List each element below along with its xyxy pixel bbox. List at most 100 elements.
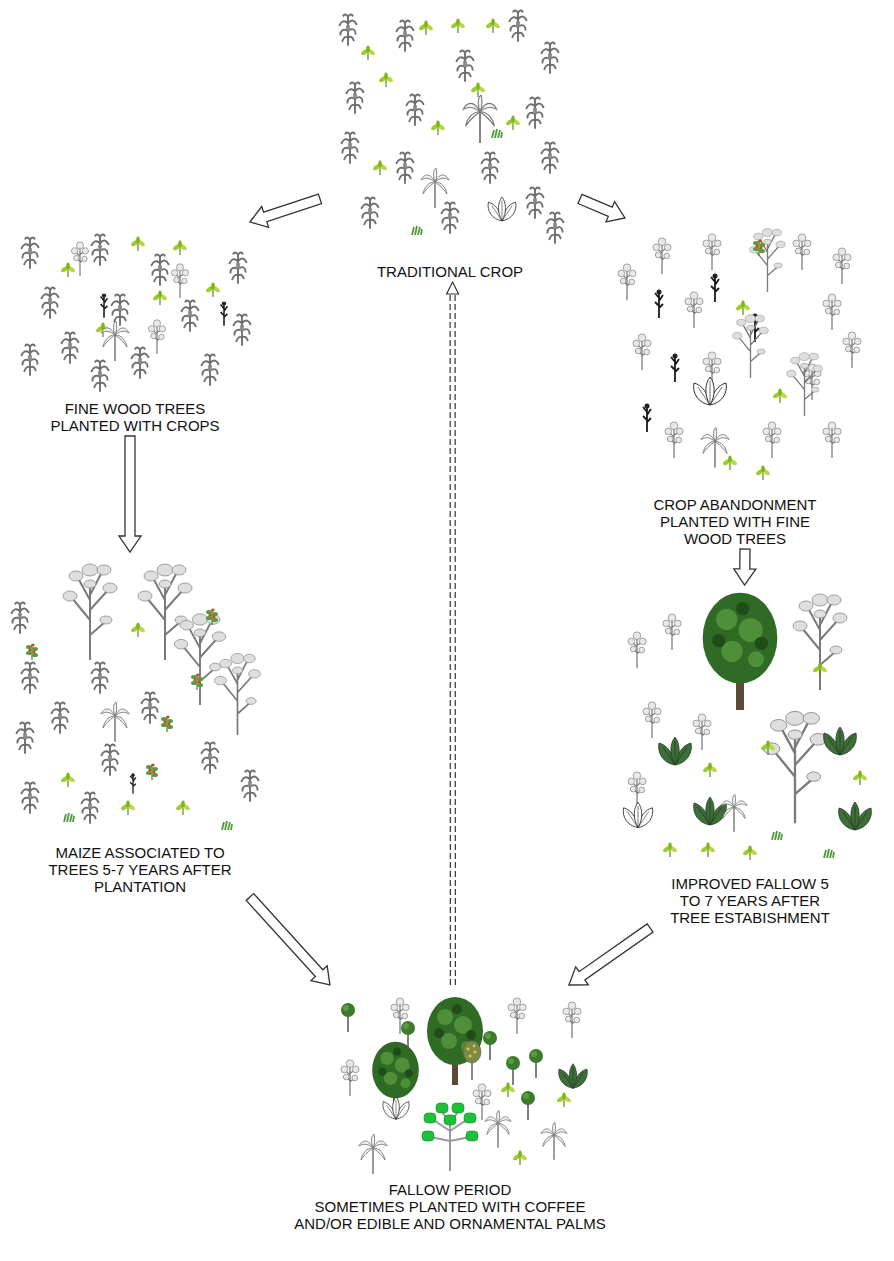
sapling-icon: [618, 264, 636, 300]
seedling-icon: [152, 291, 168, 306]
block-arrow: [246, 894, 330, 985]
block-arrow: [250, 194, 322, 227]
stage-node: CROP ABANDONMENT PLANTED WITH FINE WOOD …: [610, 218, 860, 549]
grey-tree-icon: [215, 653, 261, 735]
seedling-icon: [722, 456, 738, 471]
block-arrow-shape: [569, 924, 653, 985]
maize-icon: [142, 692, 159, 723]
palm-icon: [721, 794, 747, 831]
maize-with-trees-plot: [12, 564, 261, 830]
broadleaf-icon: [623, 802, 652, 827]
tomato-icon: [753, 239, 765, 256]
maize-icon: [22, 662, 39, 693]
broadleaf-icon: [694, 377, 727, 405]
seedling-icon: [812, 663, 828, 678]
dashed-line: [450, 294, 451, 985]
stage-node: FALLOW PERIODSOMETIMES PLANTED WITH COFF…: [245, 985, 655, 1234]
crop-abandonment-plot: [618, 229, 861, 480]
fallow-period-plot: [341, 997, 587, 1174]
fruit-tree-icon: [463, 1041, 481, 1080]
sapling-icon: [833, 248, 851, 284]
maize-icon: [234, 314, 251, 345]
seedling-icon: [372, 161, 388, 176]
dark-tree-icon: [655, 290, 663, 319]
seedling-icon: [556, 1093, 572, 1108]
sapling-icon: [823, 294, 841, 330]
small-tree-icon: [401, 1021, 415, 1050]
dark-broadleaf-icon: [824, 727, 857, 755]
maize-icon: [52, 702, 69, 733]
grass-icon: [222, 821, 232, 830]
dark-tree-icon: [643, 404, 651, 433]
maize-icon: [92, 662, 109, 693]
tomato-icon: [206, 608, 218, 625]
seedling-icon: [755, 466, 771, 481]
maize-icon: [42, 287, 59, 318]
sapling-icon: [693, 714, 711, 750]
fine-wood-with-crops-plot: [22, 234, 251, 391]
dark-tree-icon: [671, 354, 679, 383]
stage-caption: FINE WOOD TREES PLANTED WITH CROPS: [35, 400, 235, 434]
stage-node: FINE WOOD TREES PLANTED WITH CROPS: [10, 222, 260, 436]
dashed-line: [455, 294, 456, 985]
seedling-icon: [175, 801, 191, 816]
palm-icon: [421, 168, 449, 208]
seedling-icon: [852, 771, 868, 786]
sapling-icon: [685, 292, 703, 328]
seedling-icon: [130, 237, 146, 252]
coffee-icon: [422, 1103, 478, 1171]
sapling-icon: [663, 614, 681, 650]
maize-icon: [112, 294, 129, 325]
maize-icon: [17, 722, 34, 753]
seedling-icon: [505, 116, 521, 131]
grey-tree-icon: [764, 711, 827, 823]
return-arrow: [447, 282, 459, 985]
stage-caption: IMPROVED FALLOW 5 TO 7 YEARS AFTER TREE …: [663, 875, 838, 926]
small-tree-icon: [521, 1091, 535, 1120]
grass-icon: [772, 831, 782, 840]
small-tree-icon: [341, 1003, 355, 1032]
seedling-icon: [172, 241, 188, 256]
seedling-icon: [760, 741, 776, 756]
tomato-icon: [161, 715, 173, 732]
seedling-icon: [512, 1151, 528, 1166]
block-arrow-shape: [246, 894, 330, 985]
maize-icon: [342, 132, 359, 163]
maize-icon: [397, 20, 414, 51]
maize-icon: [527, 187, 544, 218]
maize-icon: [442, 202, 459, 233]
arrow-head: [447, 282, 459, 294]
sapling-icon: [628, 632, 646, 668]
sapling-icon: [71, 242, 88, 276]
green-tree-icon: [703, 593, 778, 710]
seedling-icon: [360, 46, 376, 61]
maize-icon: [242, 770, 259, 801]
dark-tree-icon: [711, 274, 719, 303]
dark-broadleaf-icon: [694, 797, 727, 825]
maize-icon: [510, 10, 527, 41]
palm-icon: [541, 1122, 567, 1159]
block-arrow: [734, 549, 756, 585]
sapling-icon: [665, 422, 683, 458]
maize-icon: [132, 347, 149, 378]
sapling-icon: [793, 234, 811, 270]
green-tree-icon: [427, 997, 483, 1085]
seedling-icon: [702, 763, 718, 778]
maize-icon: [407, 94, 424, 125]
grey-tree-icon: [793, 594, 847, 690]
stage-node: MAIZE ASSOCIATED TO TREES 5-7 YEARS AFTE…: [5, 552, 275, 897]
seedling-icon: [430, 121, 446, 136]
grass-icon: [492, 129, 502, 138]
maize-icon: [362, 197, 379, 228]
stage-caption: TRADITIONAL CROP: [330, 263, 570, 280]
seedling-icon: [700, 843, 716, 858]
palm-icon: [101, 321, 129, 361]
stage-node: TRADITIONAL CROP: [320, 5, 580, 282]
maize-icon: [92, 360, 109, 391]
tomato-icon: [191, 673, 203, 690]
maize-icon: [230, 252, 247, 283]
maize-icon: [482, 152, 499, 183]
tomato-icon: [26, 643, 38, 660]
